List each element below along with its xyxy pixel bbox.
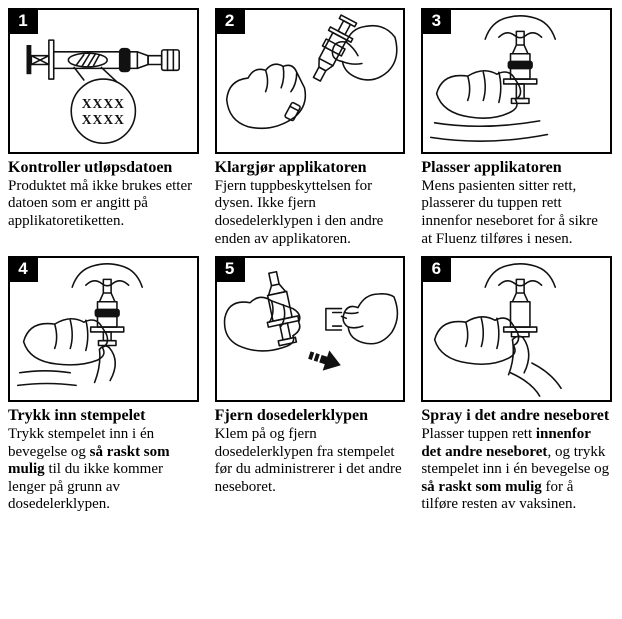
step-6-number-badge: 6 [423, 258, 452, 283]
step-1-body: Produktet må ikke brukes etter datoen so… [8, 177, 193, 229]
dose-divider-clip-icon [507, 60, 534, 70]
expiry-date-line-2: XXXX [82, 112, 125, 127]
step-2-illustration [225, 14, 398, 130]
step-3-illustration [430, 15, 557, 142]
step-2-text: Klargjør applikatoren Fjern tuppbeskytte… [215, 154, 406, 248]
sketch-lines [16, 370, 77, 387]
step-4-panel: 4 [8, 256, 199, 403]
tip-cap-icon [283, 101, 301, 122]
step-4-heading: Trykk inn stempelet [8, 407, 146, 425]
step-1: 1 [8, 8, 199, 248]
hand-icon [434, 316, 520, 366]
step-4-illustration [16, 263, 144, 387]
step-6-heading: Spray i det andre neseboret [421, 407, 610, 425]
step-6-body: Plasser tuppen rett innenfor det andre n… [421, 426, 610, 513]
step-5-number-badge: 5 [216, 258, 245, 283]
dose-divider-clip-icon [118, 47, 131, 73]
nasal-applicator-icon [503, 278, 538, 338]
hand-icon [223, 296, 301, 352]
hand-icon [225, 63, 306, 130]
direction-arrow-icon [307, 350, 341, 371]
step-2-heading: Klargjør applikatoren [214, 159, 367, 176]
step-1-number-badge: 1 [9, 10, 38, 34]
nasal-applicator-icon [503, 30, 538, 105]
hand-icon [22, 318, 109, 366]
expiry-date-line-1: XXXX [82, 96, 125, 111]
step-3-number-badge: 3 [423, 10, 452, 34]
nose-icon [71, 263, 144, 289]
dose-divider-clip-icon [324, 307, 342, 331]
hand-icon [340, 293, 398, 345]
expiry-magnifier-icon: XXXX XXXX [70, 66, 137, 145]
syringe-icon [26, 39, 180, 80]
step-3-body: Mens pasienten sitter rett, plasserer du… [421, 177, 598, 247]
thumb-icon [93, 345, 117, 384]
step-5-panel: 5 [214, 256, 406, 403]
arm-lines [510, 362, 563, 397]
step-4: 4 [8, 256, 199, 514]
dose-divider-clip-icon [94, 308, 120, 318]
syringe-icon [312, 14, 358, 82]
step-1-heading: Kontroller utløpsdatoen [8, 159, 173, 176]
step-6-illustration [434, 263, 563, 397]
step-1-illustration: XXXX XXXX [26, 39, 180, 145]
step-6-text: Spray i det andre neseboret Plasser tupp… [421, 402, 612, 514]
step-3-text: Plasser applikatoren Mens pasienten sitt… [421, 154, 612, 248]
step-3: 3 [421, 8, 612, 248]
nose-icon [484, 15, 557, 40]
step-3-heading: Plasser applikatoren [421, 159, 562, 176]
step-1-panel: 1 [8, 8, 199, 154]
step-1-text: Kontroller utløpsdatoen Produktet må ikk… [8, 154, 199, 231]
step-5-illustration [223, 271, 398, 371]
step-5-heading: Fjern dosedelerklypen [214, 407, 368, 425]
step-4-body: Trykk stempelet inn i én bevegelse og så… [8, 426, 170, 513]
step-2-body: Fjern tuppbeskyttelsen for dysen. Ikke f… [214, 177, 384, 247]
step-2-number-badge: 2 [216, 10, 245, 34]
step-5-text: Fjern dosedelerklypen Klem på og fjern d… [215, 402, 406, 496]
step-4-number-badge: 4 [9, 258, 38, 283]
step-5-body: Klem på og fjern dosedelerklypen fra ste… [214, 426, 402, 495]
step-3-panel: 3 [421, 8, 612, 154]
step-2-panel: 2 [214, 8, 406, 154]
nose-icon [484, 263, 557, 289]
tip-cap-icon [160, 49, 180, 72]
thumb-icon [508, 335, 530, 376]
step-2: 2 [214, 8, 406, 248]
step-6-panel: 6 [421, 256, 612, 403]
syringe-icon [266, 271, 300, 347]
hand-icon [430, 70, 549, 142]
step-6: 6 [421, 256, 612, 514]
hand-icon [331, 24, 398, 81]
step-4-text: Trykk inn stempelet Trykk stempelet inn … [8, 402, 199, 514]
step-5: 5 [214, 256, 406, 514]
